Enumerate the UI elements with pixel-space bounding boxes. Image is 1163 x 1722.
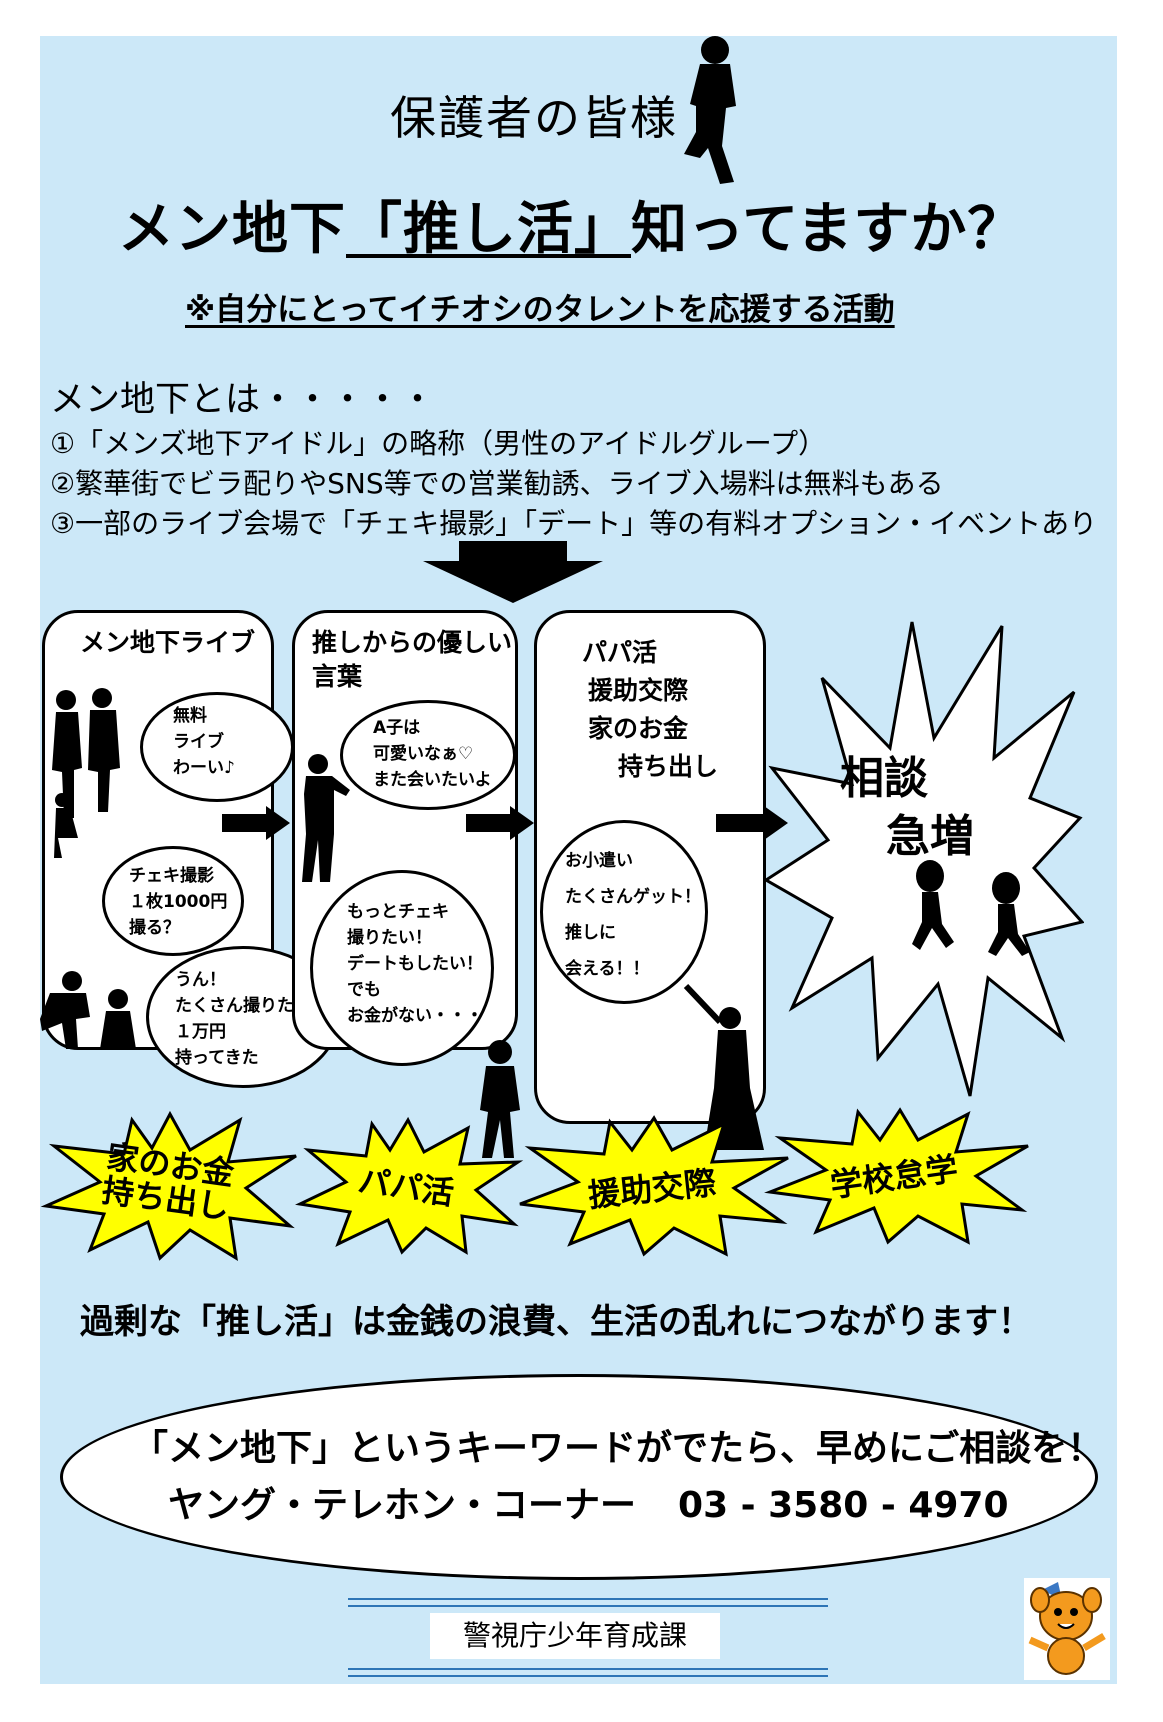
bubble-line: 推しに [565,923,616,943]
panicked-figures-icon [912,860,1030,956]
definition-list: ①「メンズ地下アイドル」の略称（男性のアイドルグループ） ②繁華街でビラ配りやS… [50,424,1097,544]
bubble-line: １万円 [175,1022,226,1042]
contact-line: ヤング・テレホン・コーナー 03 - 3580 - 4970 [168,1476,1009,1528]
bubble-line: A子は [373,718,421,738]
risk-star-icon [295,1116,524,1255]
risk-star-icon [764,1107,1029,1245]
speech-bubble: 無料ライブわーい♪ [140,692,294,802]
right-arrow-icon [222,806,290,840]
poster: 保護者の皆様 メン地下「推し活」知ってますか？ ※自分にとってイチオシのタレント… [40,36,1117,1684]
contact-phone[interactable]: 03 - 3580 - 4970 [678,1485,1009,1526]
silhouette-couple-icon [52,688,120,858]
speech-bubble: A子は可愛いなぁ♡ また会いたいよ [340,700,516,810]
bubble-line: ライブ [173,732,224,752]
bubble-line: 無料 [173,706,207,726]
list-item: ③一部のライブ会場で「チェキ撮影」「デート」等の有料オプション・イベントあり [50,507,1098,540]
bubble-line: また会いたいよ [373,770,492,790]
down-arrow-icon [423,541,603,603]
burst-label: 相談 急増 [840,750,974,866]
footer-line-bottom [348,1668,828,1677]
main-title: メン地下「推し活」知ってますか？ [118,184,1024,265]
label-line: 推しからの優しい [312,628,513,657]
risk-star-icon [40,1110,297,1261]
bubble-line: わーい♪ [173,758,235,778]
right-arrow-icon [716,806,788,840]
footer-department: 警視庁少年育成課 [430,1613,720,1659]
bubble-line: １枚1000円 [129,892,228,912]
warning-text: 過剰な「推し活」は金銭の浪費、生活の乱れにつながります！ [80,1302,1032,1342]
bubble-line: うん！ [175,970,226,990]
title-pre: メン地下 [118,197,346,262]
label-line: パパ活 [582,638,658,667]
contact-message: 「メン地下」というキーワードがでたら、早めにご相談を！ [132,1428,1104,1469]
consultation-burst-icon [763,621,1084,1097]
contact-oval [60,1374,1098,1580]
bubble-line: チェキ撮影 [129,866,214,886]
bubble-line: 会える！！ [565,959,650,979]
box-title: メン地下ライブ [80,628,256,657]
label-line: 相談 [840,753,928,804]
title-post: 知ってますか？ [631,197,1025,262]
contact-name: ヤング・テレホン・コーナー [168,1485,637,1526]
mascot-icon [1024,1578,1110,1680]
title-keyword: 「推し活」 [346,197,631,262]
label-line: 家のお金 [588,714,689,743]
risk-star-icon [519,1115,789,1257]
bubble-line: お小遣い [565,851,633,871]
silhouette-girl-icon [480,1040,520,1158]
speech-bubble: お小遣いたくさんゲット！ 推しに会える！！ [540,820,708,1004]
bubble-line: でも [347,980,381,1000]
bubble-line: たくさんゲット！ [565,887,701,907]
bubble-line: デートもしたい！ [347,954,483,974]
silhouette-woman-icon [683,983,764,1150]
label-line: 急増 [886,811,974,862]
bubble-line: 撮る？ [129,918,180,938]
box-title: 推しからの優しい言葉 [312,626,512,694]
list-item: ②繁華街でビラ配りやSNS等での営業勧誘、ライブ入場料は無料もある [50,467,944,500]
bubble-line: もっとチェキ [347,902,449,922]
subtitle: ※自分にとってイチオシのタレントを応援する活動 [185,292,895,328]
box-title: パパ活 援助交際 家のお金 持ち出し [582,634,718,786]
silhouette-figure-icon [684,36,736,184]
label-line: 言葉 [312,662,363,691]
list-item: ①「メンズ地下アイドル」の略称（男性のアイドルグループ） [50,427,827,460]
bubble-line: 撮りたい！ [347,928,432,948]
label-line: 持ち出し [618,752,719,781]
bubble-line: お金がない・・・ [347,1006,483,1026]
silhouette-man-icon [302,754,350,882]
silhouette-photo-icon [40,971,136,1049]
greeting-heading: 保護者の皆様 [390,91,678,145]
label-line: 援助交際 [588,676,689,705]
definition-heading: メン地下とは・・・・・ [50,380,436,420]
right-arrow-icon [466,806,534,840]
bubble-line: 持ってきた [175,1048,259,1068]
bubble-line: たくさん撮りたい [175,996,311,1016]
speech-bubble: チェキ撮影 １枚1000円撮る？ [102,846,244,956]
speech-bubble: もっとチェキ撮りたい！ デートもしたい！ でもお金がない・・・ [310,870,494,1066]
footer-line-top [348,1598,828,1607]
bubble-line: 可愛いなぁ♡ [373,744,474,764]
